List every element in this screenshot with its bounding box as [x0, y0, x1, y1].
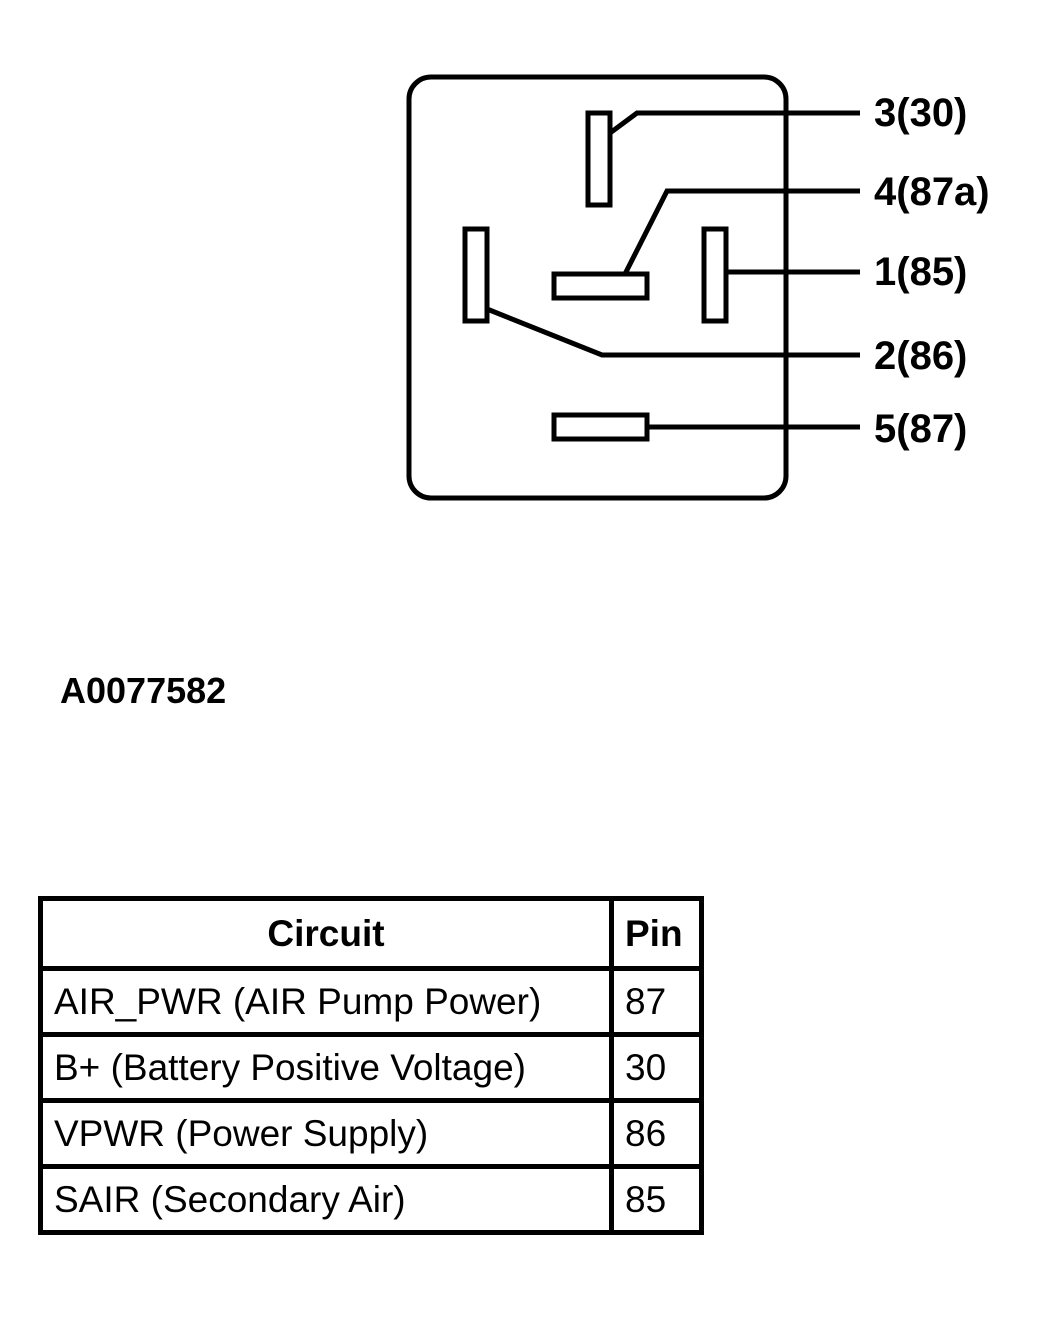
pin-label-3: 3(30): [874, 91, 967, 135]
terminal-5: [551, 412, 650, 442]
figure-id: A0077582: [60, 670, 227, 711]
leader-line-pin-2: [486, 306, 860, 358]
leader-line-pin-3: [608, 110, 860, 136]
terminal-1: [701, 226, 729, 324]
terminal-3: [585, 110, 613, 208]
relay-connector-diagram: 3(30) 4(87a) 1(85) 2(86) 5(87): [406, 74, 990, 501]
pin-cell: 30: [609, 1032, 704, 1103]
circuit-pin-table: Circuit Pin AIR_PWR (AIR Pump Power) 87 …: [38, 896, 704, 1235]
pin-label-5: 5(87): [874, 407, 967, 451]
table-row: B+ (Battery Positive Voltage) 30: [38, 1032, 704, 1103]
column-header-circuit: Circuit: [38, 896, 614, 971]
circuit-cell: SAIR (Secondary Air): [38, 1164, 614, 1235]
pin-label-1: 1(85): [874, 250, 967, 294]
column-header-pin: Pin: [609, 896, 704, 971]
terminal-4: [551, 271, 650, 301]
circuit-cell: B+ (Battery Positive Voltage): [38, 1032, 614, 1103]
terminal-2: [462, 226, 490, 324]
circuit-cell: VPWR (Power Supply): [38, 1098, 614, 1169]
connector-housing: [406, 74, 789, 501]
leader-line-pin-4: [622, 188, 860, 276]
pin-cell: 87: [609, 966, 704, 1037]
pin-cell: 85: [609, 1164, 704, 1235]
table-row: VPWR (Power Supply) 86: [38, 1098, 704, 1169]
table-row: AIR_PWR (AIR Pump Power) 87: [38, 966, 704, 1037]
pin-label-4: 4(87a): [874, 170, 990, 214]
table-row: SAIR (Secondary Air) 85: [38, 1164, 704, 1235]
pin-cell: 86: [609, 1098, 704, 1169]
pin-label-2: 2(86): [874, 334, 967, 378]
circuit-cell: AIR_PWR (AIR Pump Power): [38, 966, 614, 1037]
table-header-row: Circuit Pin: [38, 896, 704, 971]
